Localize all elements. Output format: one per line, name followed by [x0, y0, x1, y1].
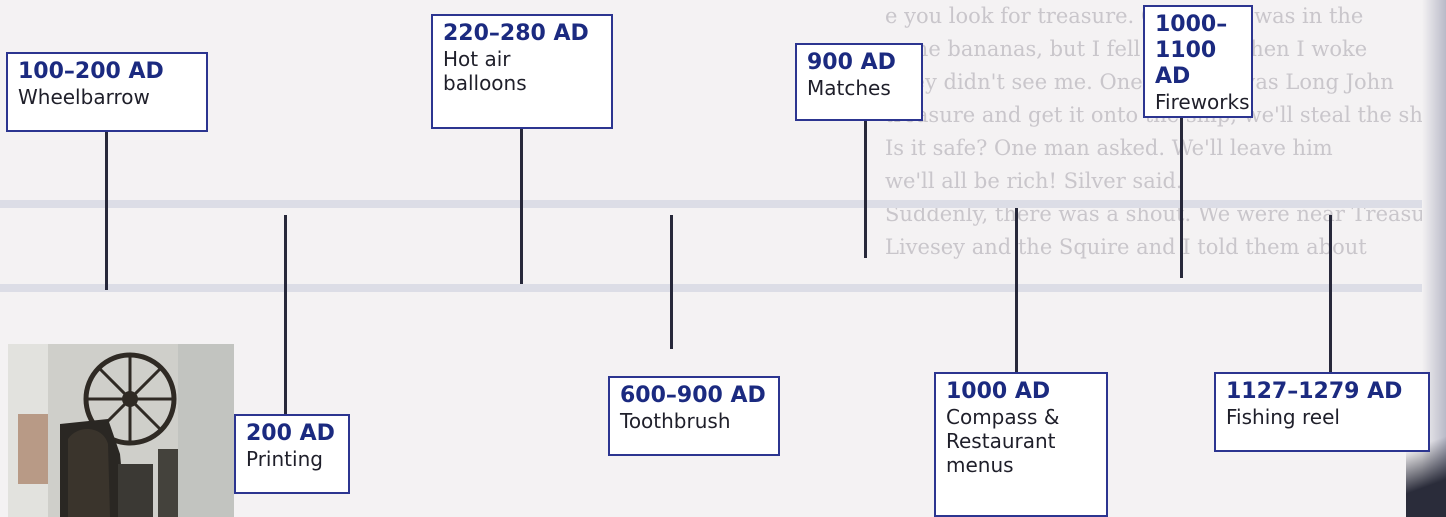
connector-line: [1180, 118, 1183, 278]
event-invention: Fishing reel: [1226, 405, 1420, 429]
background-rule: [0, 200, 1446, 208]
connector-line: [105, 130, 108, 290]
event-date: 220–280 AD: [443, 21, 603, 47]
event-box-printing: 200 AD Printing: [234, 414, 350, 494]
event-date: 200 AD: [246, 421, 340, 447]
connector-line: [864, 118, 867, 258]
event-box-fishing-reel: 1127–1279 AD Fishing reel: [1214, 372, 1430, 452]
event-box-compass-menus: 1000 AD Compass & Restaurant menus: [934, 372, 1108, 517]
event-date: 1000 AD: [946, 379, 1098, 405]
event-invention: Hot air balloons: [443, 47, 583, 95]
event-invention: Printing: [246, 447, 340, 471]
connector-line: [1015, 208, 1018, 373]
connector-line: [520, 128, 523, 284]
event-invention: Wheelbarrow: [18, 85, 198, 109]
event-box-hot-air-balloons: 220–280 AD Hot air balloons: [431, 14, 613, 129]
event-box-matches: 900 AD Matches: [795, 43, 923, 121]
event-date: 1127–1279 AD: [1226, 379, 1420, 405]
background-rule: [0, 284, 1446, 292]
printing-press-photo: [8, 344, 234, 517]
event-date: 600–900 AD: [620, 383, 770, 409]
connector-line: [670, 215, 673, 349]
event-invention: Matches: [807, 76, 913, 100]
connector-line: [1329, 215, 1332, 375]
connector-line: [284, 215, 287, 415]
event-date: 900 AD: [807, 50, 913, 76]
event-box-fireworks: 1000–1100 AD Fireworks: [1143, 5, 1253, 118]
event-invention: Toothbrush: [620, 409, 770, 433]
event-invention: Compass & Restaurant menus: [946, 405, 1091, 477]
event-box-wheelbarrow: 100–200 AD Wheelbarrow: [6, 52, 208, 132]
event-date: 1000–1100 AD: [1155, 12, 1245, 90]
event-date: 100–200 AD: [18, 59, 198, 85]
event-invention: Fireworks: [1155, 90, 1243, 114]
event-box-toothbrush: 600–900 AD Toothbrush: [608, 376, 780, 456]
